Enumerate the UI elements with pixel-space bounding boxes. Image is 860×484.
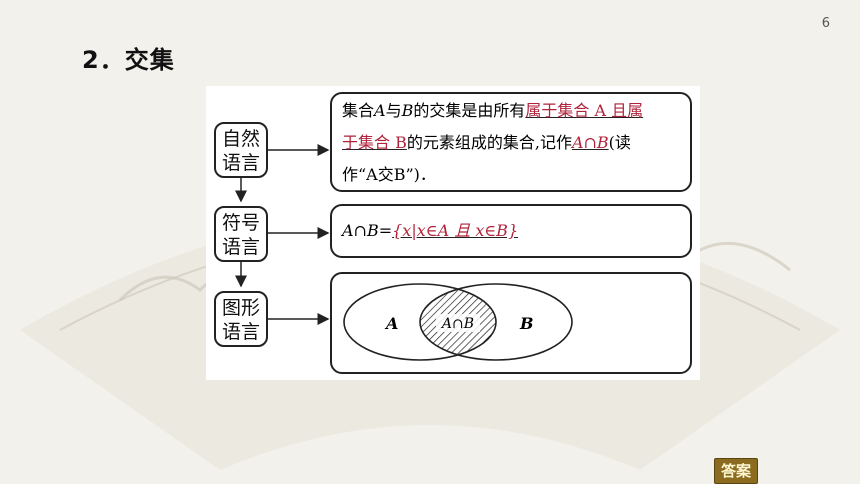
symbol-line: A∩B={x|x∈A 且 x∈B} (342, 220, 518, 242)
text: 的元素组成的集合,记作 (406, 133, 572, 152)
connector-arrows (235, 144, 330, 325)
symbol-language-label: 符号 语言 (214, 206, 268, 262)
symbol-language-box: A∩B={x|x∈A 且 x∈B} (330, 204, 692, 258)
label-line: 图形 (221, 297, 260, 319)
intersection-lhs: A∩B= (342, 221, 393, 240)
answer-blank-1: 属于集合 A 且属 (525, 101, 644, 120)
answer-blank-3: A∩B (571, 133, 609, 152)
natural-line-1: 集合A与B的交集是由所有属于集合 A 且属 (342, 100, 643, 122)
intersection-region (420, 284, 496, 360)
natural-language-box: 集合A与B的交集是由所有属于集合 A 且属 于集合 B的元素组成的集合,记作A∩… (330, 92, 692, 192)
section-heading: 2．交集 (82, 46, 175, 74)
text: 与 (385, 101, 402, 120)
natural-line-2: 于集合 B的元素组成的集合,记作A∩B(读 (342, 132, 631, 154)
page-number: 6 (821, 16, 830, 31)
intersection-diagram: 自然 语言 符号 语言 图形 语言 集合A与B的交集是由所有属于集合 A 且属 … (206, 86, 700, 380)
natural-line-3: 作“A交B”)． (342, 165, 436, 184)
set-b-ellipse (419, 283, 573, 361)
text: (读 (608, 133, 631, 152)
label-line: 语言 (221, 236, 260, 258)
answer-button[interactable]: 答案 (714, 458, 758, 484)
venn-label-intersection: A∩B (440, 316, 474, 332)
label-line: 自然 (221, 128, 260, 150)
label-line: 符号 (221, 212, 260, 234)
set-a: A (374, 101, 386, 120)
graph-language-label: 图形 语言 (214, 291, 268, 347)
label-line: 语言 (221, 321, 260, 343)
set-b: B (401, 101, 414, 120)
venn-label-a: A (384, 314, 398, 333)
set-a-ellipse (343, 283, 497, 361)
graph-language-box: A A∩B B (330, 272, 692, 374)
venn-label-b: B (519, 314, 534, 333)
answer-blank-2: 于集合 B (342, 133, 407, 152)
text: 的交集是由所有 (413, 101, 526, 120)
venn-diagram: A A∩B B (343, 283, 573, 361)
answer-blank-4: {x|x∈A 且 x∈B} (392, 221, 519, 240)
text: 集合 (342, 101, 375, 120)
label-line: 语言 (221, 152, 260, 174)
natural-language-label: 自然 语言 (214, 122, 268, 178)
